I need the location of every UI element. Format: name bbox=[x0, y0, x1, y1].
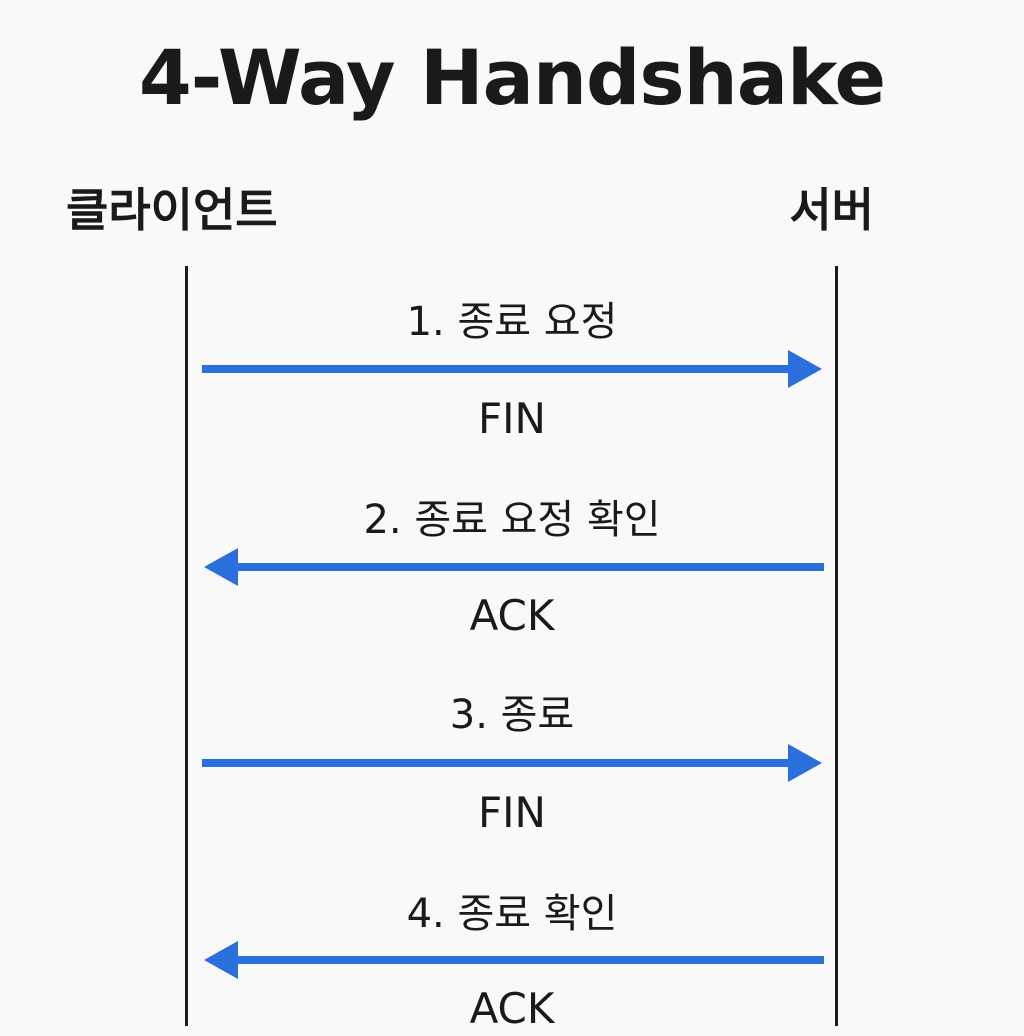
message-1-label: 1. 종료 요정 bbox=[406, 299, 618, 345]
message-2-arrow bbox=[204, 548, 824, 586]
message-4-flag: ACK bbox=[469, 984, 555, 1033]
message-3-flag: FIN bbox=[478, 788, 546, 837]
message-1-arrow bbox=[202, 350, 822, 388]
diagram-title: 4-Way Handshake bbox=[138, 33, 886, 122]
message-1-flag: FIN bbox=[478, 394, 546, 443]
message-2-label: 2. 종료 요정 확인 bbox=[363, 497, 661, 543]
message-3-arrow bbox=[202, 744, 822, 782]
message-3-label: 3. 종료 bbox=[449, 692, 575, 738]
client-lifeline bbox=[185, 266, 188, 1026]
message-2-flag: ACK bbox=[469, 591, 555, 640]
server-label: 서버 bbox=[789, 183, 874, 237]
message-4-label: 4. 종료 확인 bbox=[406, 891, 618, 937]
client-label: 클라이언트 bbox=[66, 183, 278, 237]
server-lifeline bbox=[835, 266, 838, 1026]
message-4-arrow bbox=[204, 941, 824, 979]
